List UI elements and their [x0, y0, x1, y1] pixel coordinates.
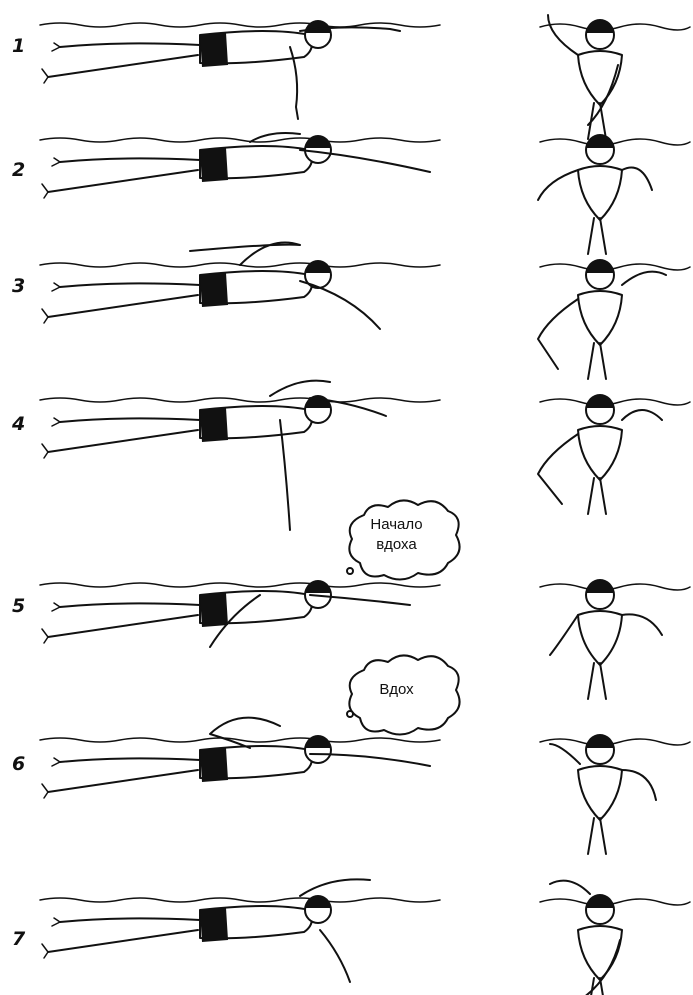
swim-trunks	[200, 408, 228, 442]
swimmer-arm	[550, 744, 580, 764]
swim-cap	[305, 895, 331, 908]
swimmer-arm	[280, 420, 290, 530]
swimmer-arm	[538, 434, 578, 504]
water-surface-line	[540, 399, 690, 405]
water-surface-line	[40, 738, 440, 742]
phase-number: 2	[12, 159, 25, 181]
swim-cap	[305, 395, 331, 408]
phase-number: 5	[12, 595, 25, 617]
swim-cap	[586, 894, 614, 908]
swimmer-arm	[622, 614, 662, 635]
swimmer-legs	[588, 103, 606, 139]
swimmer-arm	[190, 243, 300, 266]
phase-number: 3	[12, 275, 25, 297]
swimmer-arm	[538, 299, 578, 369]
phase-number: 4	[11, 413, 25, 435]
swimmer-arm	[622, 272, 666, 285]
swimmer-arm	[320, 930, 350, 982]
swimmer-arm	[622, 168, 652, 191]
stroke-phase-row: 4	[11, 381, 690, 530]
bubble-label: вдоха	[376, 536, 417, 553]
swimmer-legs	[588, 663, 606, 699]
phase-number: 6	[12, 753, 25, 775]
swimmer-arm	[210, 718, 280, 748]
stroke-phase-row: 2	[12, 133, 690, 254]
stroke-phase-row: 3	[12, 243, 690, 380]
swimmer-arm	[622, 770, 656, 800]
water-surface-line	[540, 584, 690, 590]
swim-cap	[305, 580, 331, 593]
water-surface-line	[540, 264, 690, 270]
swim-trunks	[200, 148, 228, 182]
swimmer-legs	[588, 818, 606, 854]
phase-number: 7	[12, 928, 26, 950]
swim-cap	[305, 135, 331, 148]
swimmer-legs	[588, 343, 606, 379]
swim-cap	[305, 20, 331, 33]
water-surface-line	[540, 24, 690, 30]
water-surface-line	[40, 583, 440, 587]
swim-cap	[305, 260, 331, 273]
stroke-phase-row: 5 Начало вдоха	[12, 500, 690, 699]
swimmer-arm	[300, 879, 370, 896]
swimmer-arm	[538, 170, 578, 200]
swim-cap	[586, 134, 614, 148]
stroke-phase-row: 1	[12, 15, 690, 139]
bubble-label: Вдох	[379, 681, 414, 698]
bubble-label: Начало	[370, 516, 422, 533]
swimmer-arm	[622, 410, 662, 420]
swim-cap	[586, 259, 614, 273]
water-surface-line	[540, 739, 690, 745]
swim-cap	[305, 735, 331, 748]
water-surface-line	[40, 23, 440, 27]
swim-cap	[586, 734, 614, 748]
phase-number: 1	[12, 35, 25, 57]
swimmer-legs	[588, 218, 606, 254]
swim-cap	[586, 579, 614, 593]
stroke-phase-row: 6 Вдох	[12, 655, 690, 854]
stroke-phase-row: 7	[12, 879, 690, 995]
swim-trunks	[200, 908, 228, 942]
water-surface-line	[40, 138, 440, 142]
water-surface-line	[40, 398, 440, 402]
water-surface-line	[540, 899, 690, 905]
swim-cap	[586, 19, 614, 33]
swim-trunks	[200, 273, 228, 307]
swimmer-arm	[550, 881, 590, 894]
swimmer-legs	[588, 478, 606, 514]
swim-trunks	[200, 748, 228, 782]
swim-trunks	[200, 33, 228, 67]
swimmer-arm	[550, 615, 578, 655]
swimmer-arm	[548, 15, 578, 55]
water-surface-line	[540, 139, 690, 145]
swim-trunks	[200, 593, 228, 627]
water-surface-line	[40, 898, 440, 902]
swim-cap	[586, 394, 614, 408]
